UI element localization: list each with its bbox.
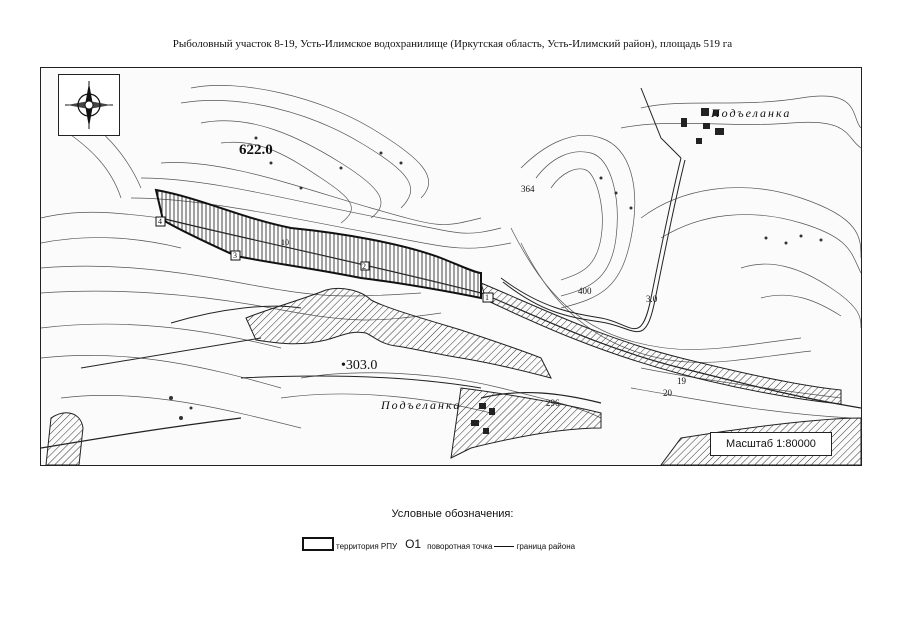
rpu-territory-north[interactable] [154,188,482,300]
vegetation-marks [169,136,823,420]
turning-point-2-label: 2 [362,262,366,271]
legend-territory-label: территория РПУ [336,542,398,551]
contour-30-label: 3.0 [646,294,658,304]
legend-boundary-label: граница района [516,542,576,551]
turning-point-3-label: 3 [233,251,237,260]
village-buildings [471,108,724,434]
village-top-label: Подъеланка [711,106,792,120]
topographic-map[interactable]: 622.0 •303.0 Подъеланка Подъеланка 364 4… [40,67,862,466]
map-title: Рыболовный участок 8-19, Усть-Илимское в… [172,38,733,50]
legend-point-label: поворотная точка [427,542,493,551]
depth-10-label: 10 [281,238,289,247]
depth-19-label: 19 [677,376,686,386]
legend: территория РПУ О 1 поворотная точка гран… [302,531,575,551]
turning-point-symbol-icon: О [405,537,415,551]
territory-swatch-icon [302,537,334,551]
rpu-territory-bay[interactable] [450,387,602,459]
turning-point-1-label: 1 [485,293,489,302]
depth-20-label: 20 [663,388,672,398]
rpu-territory-west[interactable] [45,412,84,465]
rpu-territory-south[interactable] [245,287,552,379]
contour-lines [41,85,861,429]
elevation-303-label: •303.0 [341,358,378,373]
number-296-label: 296 [546,398,560,408]
elevation-622-label: 622.0 [239,142,273,158]
rpu-territory-east[interactable] [480,282,842,405]
turning-points [155,216,494,303]
compass-rose-icon [58,74,120,136]
legend-title: Условные обозначения: [391,508,514,520]
boundary-line-icon [494,546,515,547]
village-bottom-label: Подъеланка [381,398,462,412]
map-scale: Масштаб 1:80000 [710,432,832,456]
turning-point-4-label: 4 [158,217,162,226]
elevation-364-label: 364 [521,184,535,194]
contour-400-label: 400 [578,286,592,296]
turning-point-number: 1 [414,537,422,551]
map-drawing [41,85,861,465]
